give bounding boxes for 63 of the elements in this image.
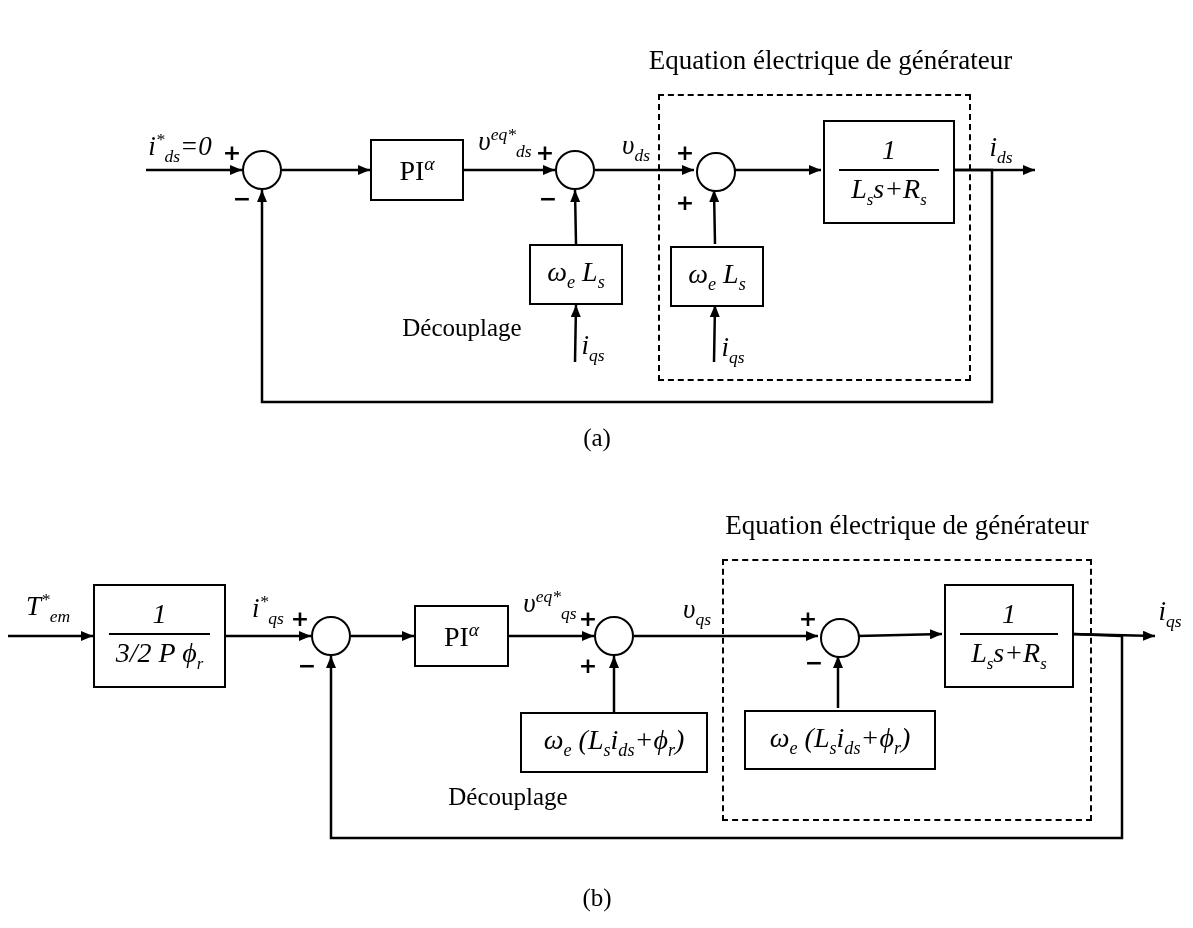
summing-junction	[594, 616, 634, 656]
summing-junction	[242, 150, 282, 190]
sign-label: −	[804, 649, 824, 675]
text-label: Découplage	[402, 314, 522, 342]
arrow	[146, 165, 242, 175]
arrow	[351, 631, 414, 641]
arrow	[595, 165, 694, 175]
text-label: (a)	[583, 424, 611, 452]
numerator: 1	[839, 133, 939, 172]
arrow	[570, 304, 581, 363]
arrow	[709, 189, 720, 245]
arrow	[570, 189, 581, 245]
arrow	[8, 631, 93, 641]
signal-label: υ$_{qs}$	[683, 594, 711, 630]
arrow	[833, 656, 843, 708]
sign-label: −	[538, 185, 558, 211]
sign-label: +	[798, 605, 818, 631]
signal-label: υ$_{ds}$	[622, 130, 650, 166]
signal-label: i$_{ds}$	[989, 132, 1013, 168]
group-heading: Equation électrique de générateur	[647, 44, 1014, 78]
arrow	[326, 632, 1124, 840]
gain-block: ω$_{e}$ L$_{s}$	[529, 244, 623, 305]
summing-junction	[555, 150, 595, 190]
sign-label: −	[232, 185, 252, 211]
sign-label: +	[578, 652, 598, 678]
arrow	[609, 656, 619, 712]
summing-junction	[311, 616, 351, 656]
arrow	[226, 631, 311, 641]
sign-label: +	[675, 189, 695, 215]
arrow	[257, 168, 994, 404]
denominator: 3/2 P ϕ$_{r}$	[115, 636, 204, 675]
text-label: (b)	[582, 884, 612, 912]
arrow	[634, 631, 818, 641]
sign-label: +	[578, 605, 598, 631]
signal-label: i$_{qs}$	[721, 332, 745, 368]
gain-block: ω$_{e}$ L$_{s}$	[670, 246, 764, 307]
gain-block: ω$_{e}$ (L$_{s}$i$_{ds}$+ϕ$_{r}$)	[744, 710, 936, 770]
arrow	[734, 165, 821, 175]
summing-junction	[696, 152, 736, 192]
arrow	[509, 631, 594, 641]
transfer-function-block	[823, 120, 955, 224]
signal-label: i$_{qs}$	[1158, 596, 1182, 632]
denominator: L$_{s}$s+R$_{s}$	[971, 636, 1047, 675]
text-label: Découplage	[448, 783, 568, 811]
numerator: 1	[959, 597, 1059, 636]
summing-junction	[820, 618, 860, 658]
denominator: L$_{s}$s+R$_{s}$	[851, 172, 927, 211]
transfer-function-block	[944, 584, 1074, 688]
signal-label: i$_{qs}$	[581, 330, 605, 366]
sign-label: +	[675, 139, 695, 165]
signal-label: i$^{*}$$_{ds}$=0	[148, 129, 212, 167]
arrow	[464, 165, 555, 175]
transfer-function-block	[93, 584, 226, 688]
controller-block: PI$^{α}$	[370, 139, 464, 201]
sign-label: +	[222, 139, 242, 165]
arrow	[282, 165, 370, 175]
sign-label: +	[535, 139, 555, 165]
gain-block: ω$_{e}$ (L$_{s}$i$_{ds}$+ϕ$_{r}$)	[520, 712, 708, 773]
numerator: 1	[109, 597, 210, 636]
sign-label: +	[290, 605, 310, 631]
controller-block: PI$^{α}$	[414, 605, 509, 667]
sign-label: −	[297, 652, 317, 678]
group-heading: Equation électrique de générateur	[724, 509, 1090, 543]
